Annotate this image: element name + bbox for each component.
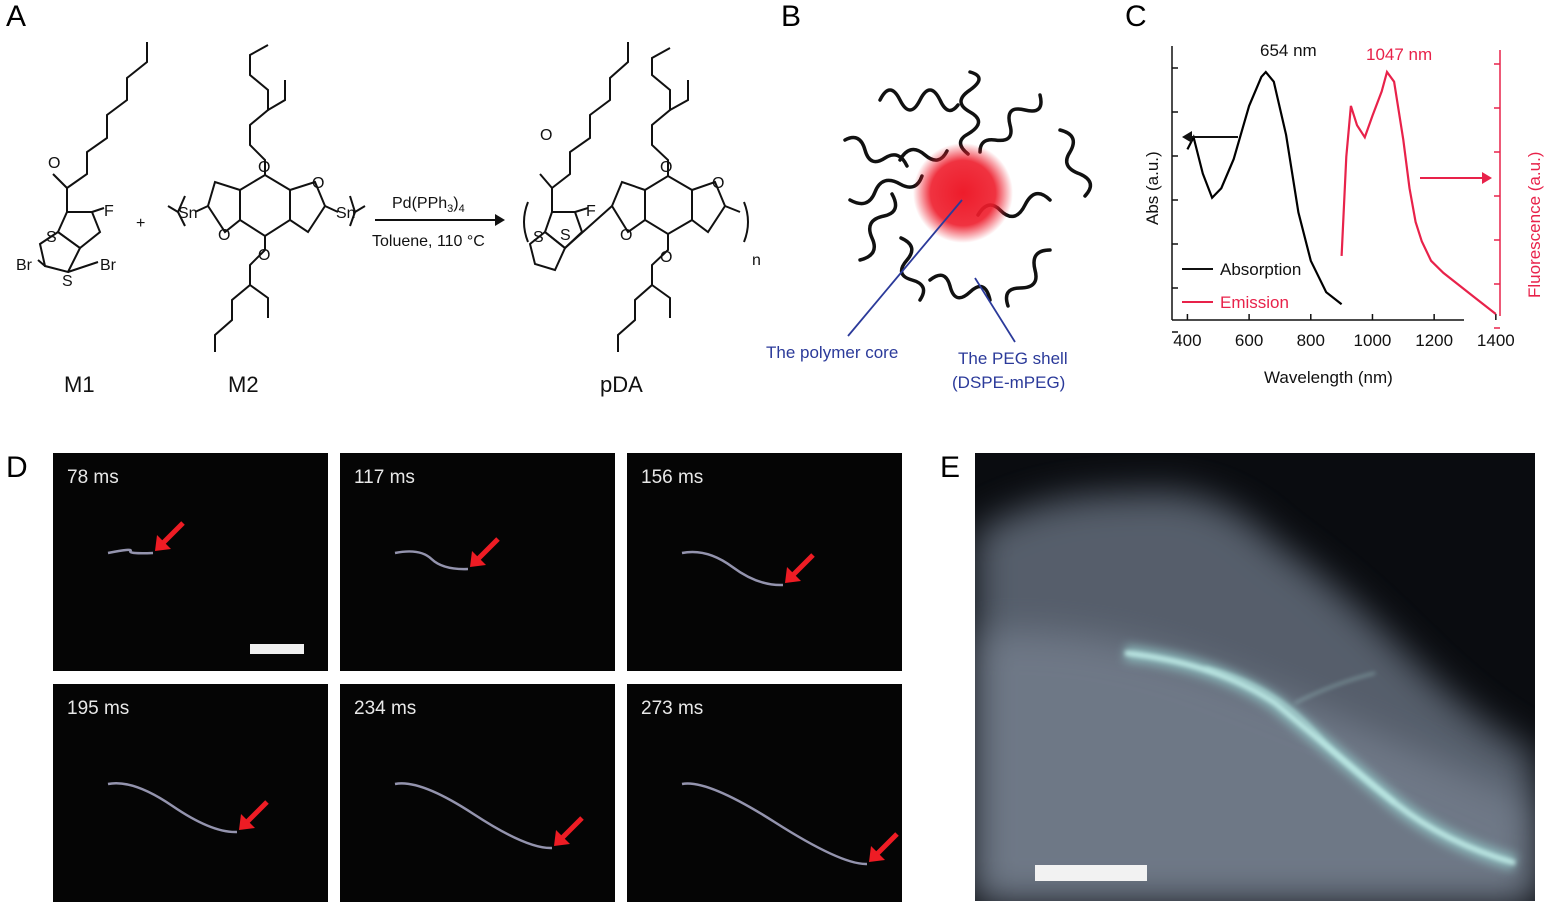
polymer-core: [913, 143, 1013, 243]
timelapse-frame: 195 ms: [53, 684, 328, 902]
red-arrow-icon: [470, 537, 500, 567]
core-pointer-line: [847, 199, 963, 337]
vessel-streak: [681, 782, 868, 866]
pda-oxygen-top: O: [660, 159, 672, 176]
timelapse-frame: 117 ms: [340, 453, 615, 671]
frame-timestamp: 78 ms: [67, 467, 119, 488]
y-axis-right-label: Fluorescence (a.u.): [1525, 152, 1544, 298]
chart-axes: [1171, 46, 1501, 333]
pda-oxygen-carbonyl: O: [540, 127, 552, 144]
frame-timestamp: 234 ms: [354, 698, 417, 719]
timelapse-frame: 234 ms: [340, 684, 615, 902]
pda-alkyl-chain: [551, 42, 629, 189]
x-tick-label: 600: [1235, 331, 1263, 350]
shell-pointer-line: [974, 277, 1016, 343]
frame-timestamp: 117 ms: [354, 467, 415, 488]
reagent-label: Pd(PPh3)4: [392, 195, 465, 215]
m1-thienothiophene: [56, 211, 102, 250]
pda-furan-oxygen-2: O: [712, 175, 724, 192]
spectra-chart: 400 600 800 1000 1200 1400 654 nm 1047 nm Abs…: [1143, 41, 1544, 387]
scale-bar-d: [250, 644, 304, 654]
chart-series: [1186, 69, 1497, 315]
pda-sulfur-1: S: [533, 229, 544, 246]
pda-repeat-n: n: [752, 252, 760, 269]
scale-bar-e: [1035, 865, 1147, 881]
conditions-label: Toluene, 110 °C: [372, 233, 485, 250]
x-tick-label: 1400: [1477, 331, 1515, 350]
emission-peak-label: 1047 nm: [1366, 45, 1432, 64]
m1-alkyl-chain: [66, 42, 148, 189]
frame-timestamp: 156 ms: [641, 467, 704, 488]
vessel-streak: [107, 548, 154, 555]
red-arrow-icon: [869, 832, 899, 862]
panel-e-letter: E: [940, 451, 961, 484]
red-arrow-icon: [239, 800, 269, 830]
frame-timestamp: 273 ms: [641, 698, 704, 719]
synthesis-scheme: O F S S Br Br O O O O Sn Sn O F S S O O …: [16, 42, 760, 397]
m2-furan-oxygen-2: O: [312, 175, 324, 192]
peg-shell-label: The PEG shell: [958, 349, 1068, 368]
pda-furan-oxygen-1: O: [620, 227, 632, 244]
vessel-streak: [394, 782, 553, 850]
legend-absorption-label: Absorption: [1220, 260, 1301, 279]
x-axis-label: Wavelength (nm): [1264, 368, 1393, 387]
pda-label: pDA: [600, 372, 643, 397]
timelapse-frame: 273 ms: [627, 684, 902, 902]
peg-shell-sublabel: (DSPE-mPEG): [952, 373, 1065, 392]
frame-timestamp: 195 ms: [67, 698, 130, 719]
vessel-streak: [394, 550, 469, 571]
m1-sulfur-1: S: [46, 229, 57, 246]
pda-fluorine: F: [586, 203, 596, 220]
pda-oxygen-bottom: O: [660, 249, 672, 266]
m2-label: M2: [228, 372, 259, 397]
m1-bromine-2: Br: [100, 257, 117, 274]
plus-sign: +: [136, 215, 145, 232]
m1-sulfur-2: S: [62, 273, 73, 290]
pda-benzodifuran: [644, 174, 693, 236]
m2-tin-1: Sn: [178, 205, 198, 222]
red-arrow-icon: [785, 553, 815, 583]
m1-oxygen: O: [48, 155, 60, 172]
polymer-core-label: The polymer core: [766, 343, 898, 362]
panel-a-letter: A: [6, 0, 27, 33]
axis-pointer-arrows: [1182, 131, 1492, 184]
pda-sulfur-2: S: [560, 227, 571, 244]
vessel-streak: [681, 550, 784, 587]
y-axis-left-label: Abs (a.u.): [1143, 151, 1162, 225]
absorption-peak-label: 654 nm: [1260, 41, 1317, 60]
red-arrow-icon: [155, 521, 185, 551]
legend-emission-label: Emission: [1220, 293, 1289, 312]
m2-oxygen-top: O: [258, 159, 270, 176]
x-tick-label: 400: [1173, 331, 1201, 350]
vessel-fluorescence-image: [975, 453, 1535, 901]
absorption-series-line: [1186, 70, 1343, 306]
chart-tick-labels: 400 600 800 1000 1200 1400: [1173, 331, 1515, 350]
m2-furan-oxygen-1: O: [218, 227, 230, 244]
m1-fluorine: F: [104, 203, 114, 220]
panel-b-letter: B: [781, 0, 802, 33]
panel-d-letter: D: [6, 451, 28, 484]
m2-benzodifuran: [239, 173, 291, 238]
x-tick-label: 800: [1297, 331, 1325, 350]
m2-tin-2: Sn: [336, 205, 356, 222]
m2-oxygen-bottom: O: [258, 247, 270, 264]
nanoparticle-schematic: The polymer core The PEG shell (DSPE-mPE…: [766, 70, 1093, 392]
x-tick-label: 1200: [1415, 331, 1453, 350]
timelapse-frame: 78 ms: [53, 453, 328, 671]
panel-c-letter: C: [1125, 0, 1147, 33]
timelapse-frame: 156 ms: [627, 453, 902, 671]
m1-label: M1: [64, 372, 95, 397]
m1-bromine-1: Br: [16, 257, 33, 274]
red-arrow-icon: [554, 816, 584, 846]
vessel-streak: [107, 782, 238, 834]
emission-series-line: [1340, 69, 1497, 315]
x-tick-label: 1000: [1354, 331, 1392, 350]
